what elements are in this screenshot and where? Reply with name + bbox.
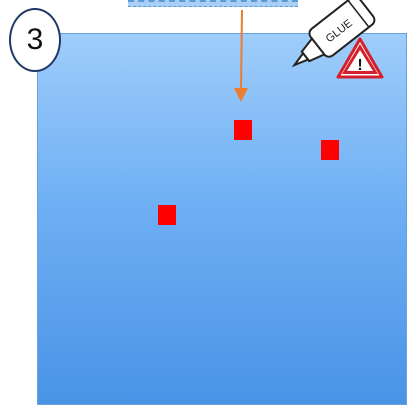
- red-dot: [234, 120, 252, 140]
- step-number-badge: 3: [9, 8, 61, 72]
- warning-triangle-icon: !: [336, 37, 384, 79]
- red-dot: [158, 205, 176, 225]
- red-dot: [321, 140, 339, 160]
- down-arrow-icon: [230, 10, 252, 104]
- step-number: 3: [27, 23, 44, 57]
- blue-surface-panel: [37, 33, 407, 405]
- warning-exclamation: !: [357, 57, 362, 74]
- top-dashed-edge: [128, 0, 298, 7]
